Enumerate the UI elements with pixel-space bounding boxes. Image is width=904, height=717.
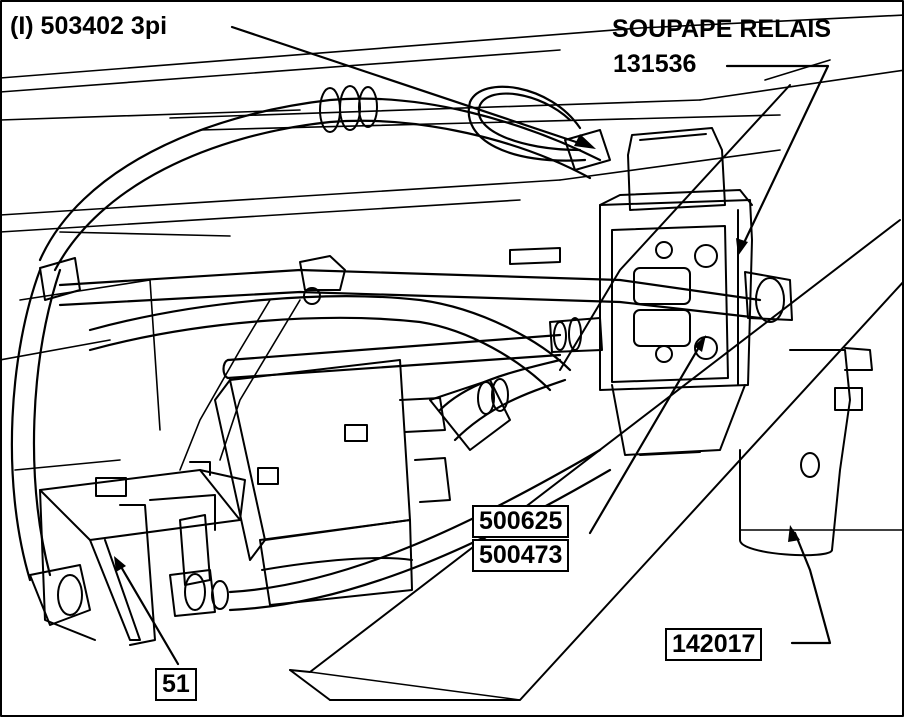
- filter-housing: [214, 359, 451, 606]
- label-500625: 500625: [472, 505, 570, 538]
- hose-loop: [467, 85, 587, 162]
- cylinder-component: [739, 347, 873, 557]
- hose-upper: [38, 97, 602, 272]
- chassis-frame: [0, 14, 904, 531]
- arrowheads: [114, 134, 800, 572]
- mounting-bracket: [39, 461, 246, 646]
- leader-142017: [790, 531, 832, 645]
- leader-51: [118, 563, 180, 666]
- diagonal-beam: [289, 84, 904, 701]
- leader-500625: [588, 340, 704, 535]
- leader-503402: [230, 25, 587, 147]
- hose-left-down: [10, 268, 62, 582]
- relay-valve-body: [509, 127, 753, 456]
- relay-valve-side-fitting: [744, 271, 793, 323]
- elbow-fitting: [429, 378, 511, 451]
- bracket-fittings: [29, 564, 229, 626]
- label-500473: 500473: [472, 539, 570, 572]
- label-131536: 131536: [613, 50, 697, 78]
- hose-center-bend: [438, 358, 567, 442]
- label-51: 51: [155, 668, 197, 701]
- leader-lines: [118, 25, 832, 666]
- label-142017: 142017: [665, 628, 763, 661]
- leader-131536: [725, 64, 830, 249]
- label-soupape-relais: SOUPAPE RELAIS: [612, 15, 832, 43]
- label-503402-3pi: (I) 503402 3pi: [10, 12, 168, 40]
- hose-couplings: [39, 85, 611, 305]
